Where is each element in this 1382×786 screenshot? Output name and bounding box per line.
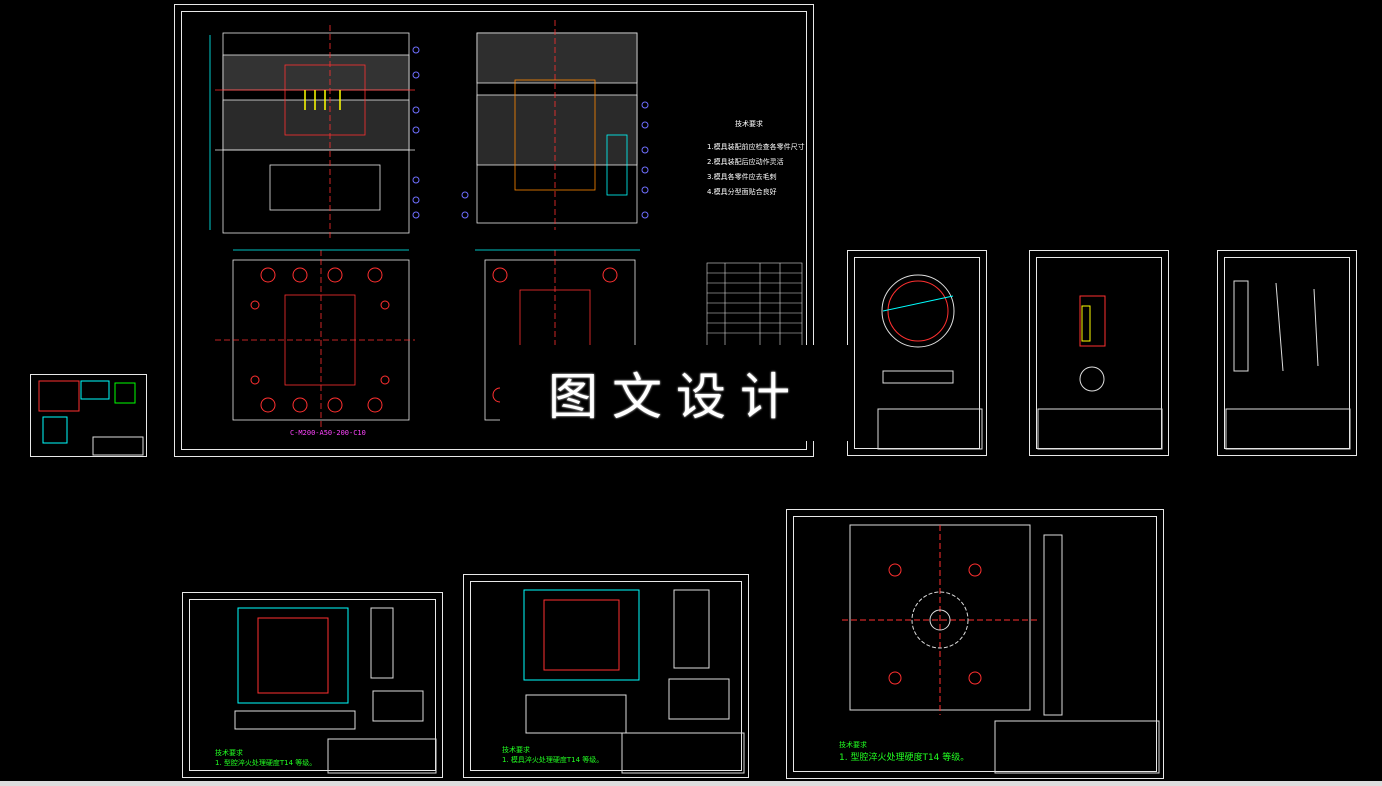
pin-part-drawing <box>1037 295 1163 450</box>
support-note-title: 技术要求 <box>839 741 867 749</box>
cavity-plate-border <box>189 599 436 771</box>
side-view-callouts <box>461 101 649 219</box>
watermark-text: 图文设计 <box>548 368 804 426</box>
tech-req-title: 技术要求 <box>735 120 763 128</box>
cavity-note-title: 技术要求 <box>215 749 243 757</box>
ring-part-sheet[interactable] <box>847 250 987 456</box>
front-view-yellow-pins <box>304 90 341 110</box>
cavity-plate-sheet[interactable]: 技术要求 1. 型腔淬火处理硬度T14 等级。 <box>182 592 443 778</box>
assembly-drawing <box>209 20 803 430</box>
cavity-note-line: 1. 型腔淬火处理硬度T14 等级。 <box>215 759 317 767</box>
rod-part-drawing <box>1225 280 1351 450</box>
tech-req-line-2: 2.模具装配后应动作灵活 <box>707 158 784 166</box>
core-plate-border <box>470 581 742 771</box>
top-view-left <box>215 249 415 430</box>
rod-part-sheet[interactable] <box>1217 250 1357 456</box>
support-plate-drawing <box>842 524 1160 774</box>
assembly-border <box>181 11 807 450</box>
assembly-drawing-sheet[interactable]: C-M200-A50-200-C10 技术要求 1.模具装配前应检查各零件尺寸 … <box>174 4 814 457</box>
ring-part-drawing <box>877 274 983 450</box>
core-note-line: 1. 模具淬火处理硬度T14 等级。 <box>502 756 604 764</box>
support-plate-sheet[interactable]: 技术要求 1. 型腔淬火处理硬度T14 等级。 <box>786 509 1164 779</box>
thumbnail-sheet[interactable] <box>30 374 147 457</box>
bottom-status-bar <box>0 781 1382 786</box>
pin-part-sheet[interactable] <box>1029 250 1169 456</box>
core-plate-drawing <box>523 589 745 774</box>
watermark-banner: 图文设计 <box>500 345 852 441</box>
cavity-plate-drawing <box>234 607 437 774</box>
tech-req-line-3: 3.模具各零件应去毛刺 <box>707 173 777 181</box>
support-plate-border <box>793 516 1157 772</box>
thumbnail-drawing <box>38 380 144 456</box>
top-view-left-holes <box>250 267 390 413</box>
assembly-label: C-M200-A50-200-C10 <box>290 429 366 437</box>
front-section-view <box>209 25 415 240</box>
side-section-view <box>476 20 638 230</box>
core-plate-sheet[interactable]: 技术要求 1. 模具淬火处理硬度T14 等级。 <box>463 574 749 778</box>
core-note-title: 技术要求 <box>502 746 530 754</box>
tech-req-line-4: 4.模具分型面贴合良好 <box>707 188 777 196</box>
tech-req-line-1: 1.模具装配前应检查各零件尺寸 <box>707 143 805 151</box>
support-note-line: 1. 型腔淬火处理硬度T14 等级。 <box>839 753 970 763</box>
bom-table <box>706 262 803 349</box>
front-view-callouts <box>412 46 420 219</box>
